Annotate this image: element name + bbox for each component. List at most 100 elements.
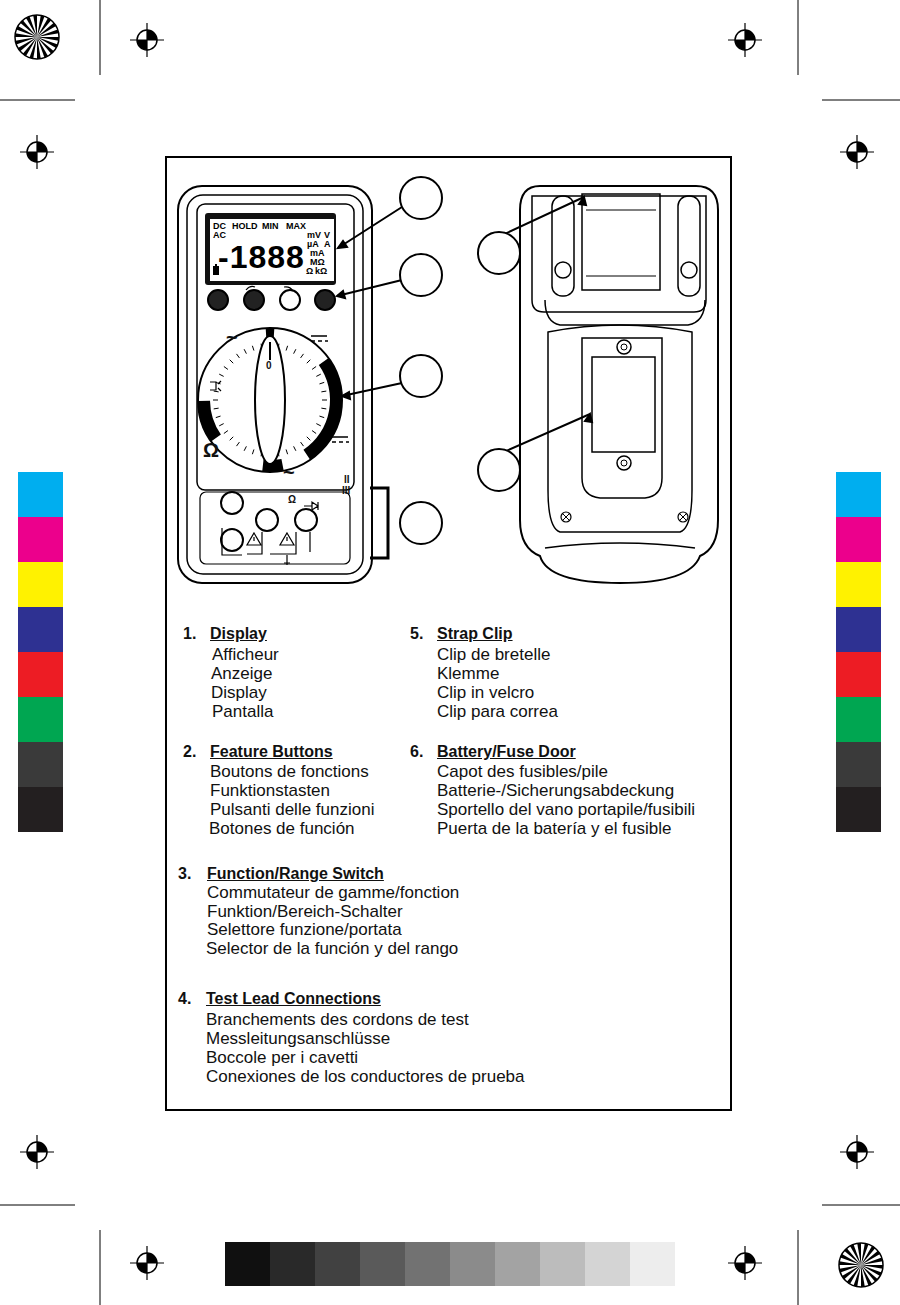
part-name: Function/Range Switch [207,864,384,883]
drawing-part [33,15,37,37]
drawing-part [15,37,37,45]
color-bar [836,652,881,697]
dial-tick [236,442,239,446]
dial-tick [214,391,219,393]
dial-tick [319,416,324,418]
starburst-mark [839,1243,883,1287]
color-bar [18,517,63,562]
dial-tick [224,366,228,369]
dial-tick [307,437,311,441]
color-bar [836,562,881,607]
dial-tick [301,442,304,446]
meter-front [178,186,388,583]
part-name: Feature Buttons [210,742,333,761]
drawing-part [840,135,874,169]
registration-mark [840,1135,874,1169]
drawing-part [311,336,328,341]
color-bar [836,697,881,742]
drawing-part [337,197,590,462]
drawing-part [857,1243,861,1265]
dial-tick [230,437,234,441]
drawing-part [861,1257,883,1265]
dial-tick [252,346,254,351]
color-bar [836,742,881,787]
display-annunciator: V [324,231,330,240]
drawing-part [839,1243,883,1287]
color-bar [836,472,881,517]
dial-symbol: Ω [203,440,219,460]
translation: Puerta de la batería y el fusible [437,819,671,838]
dial-segment [303,358,342,460]
drawing-part [20,1135,54,1169]
dial-tick [312,366,316,369]
color-bar [18,607,63,652]
translation: Pulsanti delle funzioni [210,800,374,819]
drawing-part [269,342,271,360]
registration-mark [130,23,164,57]
display-annunciator: mA [310,249,325,258]
drawing-part [545,543,695,548]
drawing-part [304,502,318,510]
registration-mark [728,23,762,57]
drawing-part [221,492,243,514]
meter-marking: III [342,485,350,496]
dial-tick [219,424,223,426]
drawing-part [520,186,718,583]
display-annunciator: MIN [262,222,279,231]
dial-tick [286,346,288,351]
callout-number: 5. [410,624,423,643]
drawing-part [548,325,692,532]
drawing-part [728,1246,762,1280]
lcd-display: DCACHOLDMINMAXmVVµAAmAMΩΩkΩ-1888 [210,219,334,281]
registration-mark [840,135,874,169]
dial-tick [252,449,254,454]
display-annunciator: AC [213,231,226,240]
drawing-part [400,177,442,219]
drawing-part [680,514,686,520]
gray-bar [450,1242,495,1286]
drawing-part [315,290,335,310]
translation: Anzeige [211,664,272,683]
gray-bar [405,1242,450,1286]
display-digits: -1888 [218,241,305,273]
color-bar [836,787,881,832]
drawing-part [839,1265,861,1273]
translation: Botones de función [209,819,355,838]
drawing-part [37,29,59,37]
color-bar [18,652,63,697]
translation: Funktion/Bereich-Schalter [207,902,403,921]
drawing-part [295,509,317,531]
display-annunciator: µA [307,240,319,249]
drawing-part [187,195,363,574]
color-bar [18,742,63,787]
gray-bar [540,1242,585,1286]
callout-number: 3. [178,864,191,883]
dial-tick [286,449,288,454]
dial-tick [216,416,221,418]
drawing-part [37,37,54,54]
registration-mark [728,1246,762,1280]
drawing-part [586,210,656,276]
translation: Conexiones de los conductores de prueba [206,1067,525,1086]
dial-tick [301,354,304,358]
drawing-part [15,15,59,59]
gray-bar [315,1242,360,1286]
color-bar [18,562,63,607]
drawing-part [400,502,442,544]
translation: Branchements des cordons de test [206,1010,469,1029]
dial-symbol: ~ [283,462,295,482]
display-annunciator: HOLD [232,222,258,231]
drawing-part [205,213,336,285]
gray-bar [585,1242,630,1286]
drawing-part [478,449,520,491]
drawing-part [130,23,164,57]
drawing-part [861,1265,865,1287]
display-annunciator: Ω [306,267,313,276]
dial-tick [316,374,320,376]
translation: Klemme [437,664,499,683]
gray-bar [630,1242,675,1286]
dial-tick [219,374,223,376]
drawing-part [197,204,354,490]
